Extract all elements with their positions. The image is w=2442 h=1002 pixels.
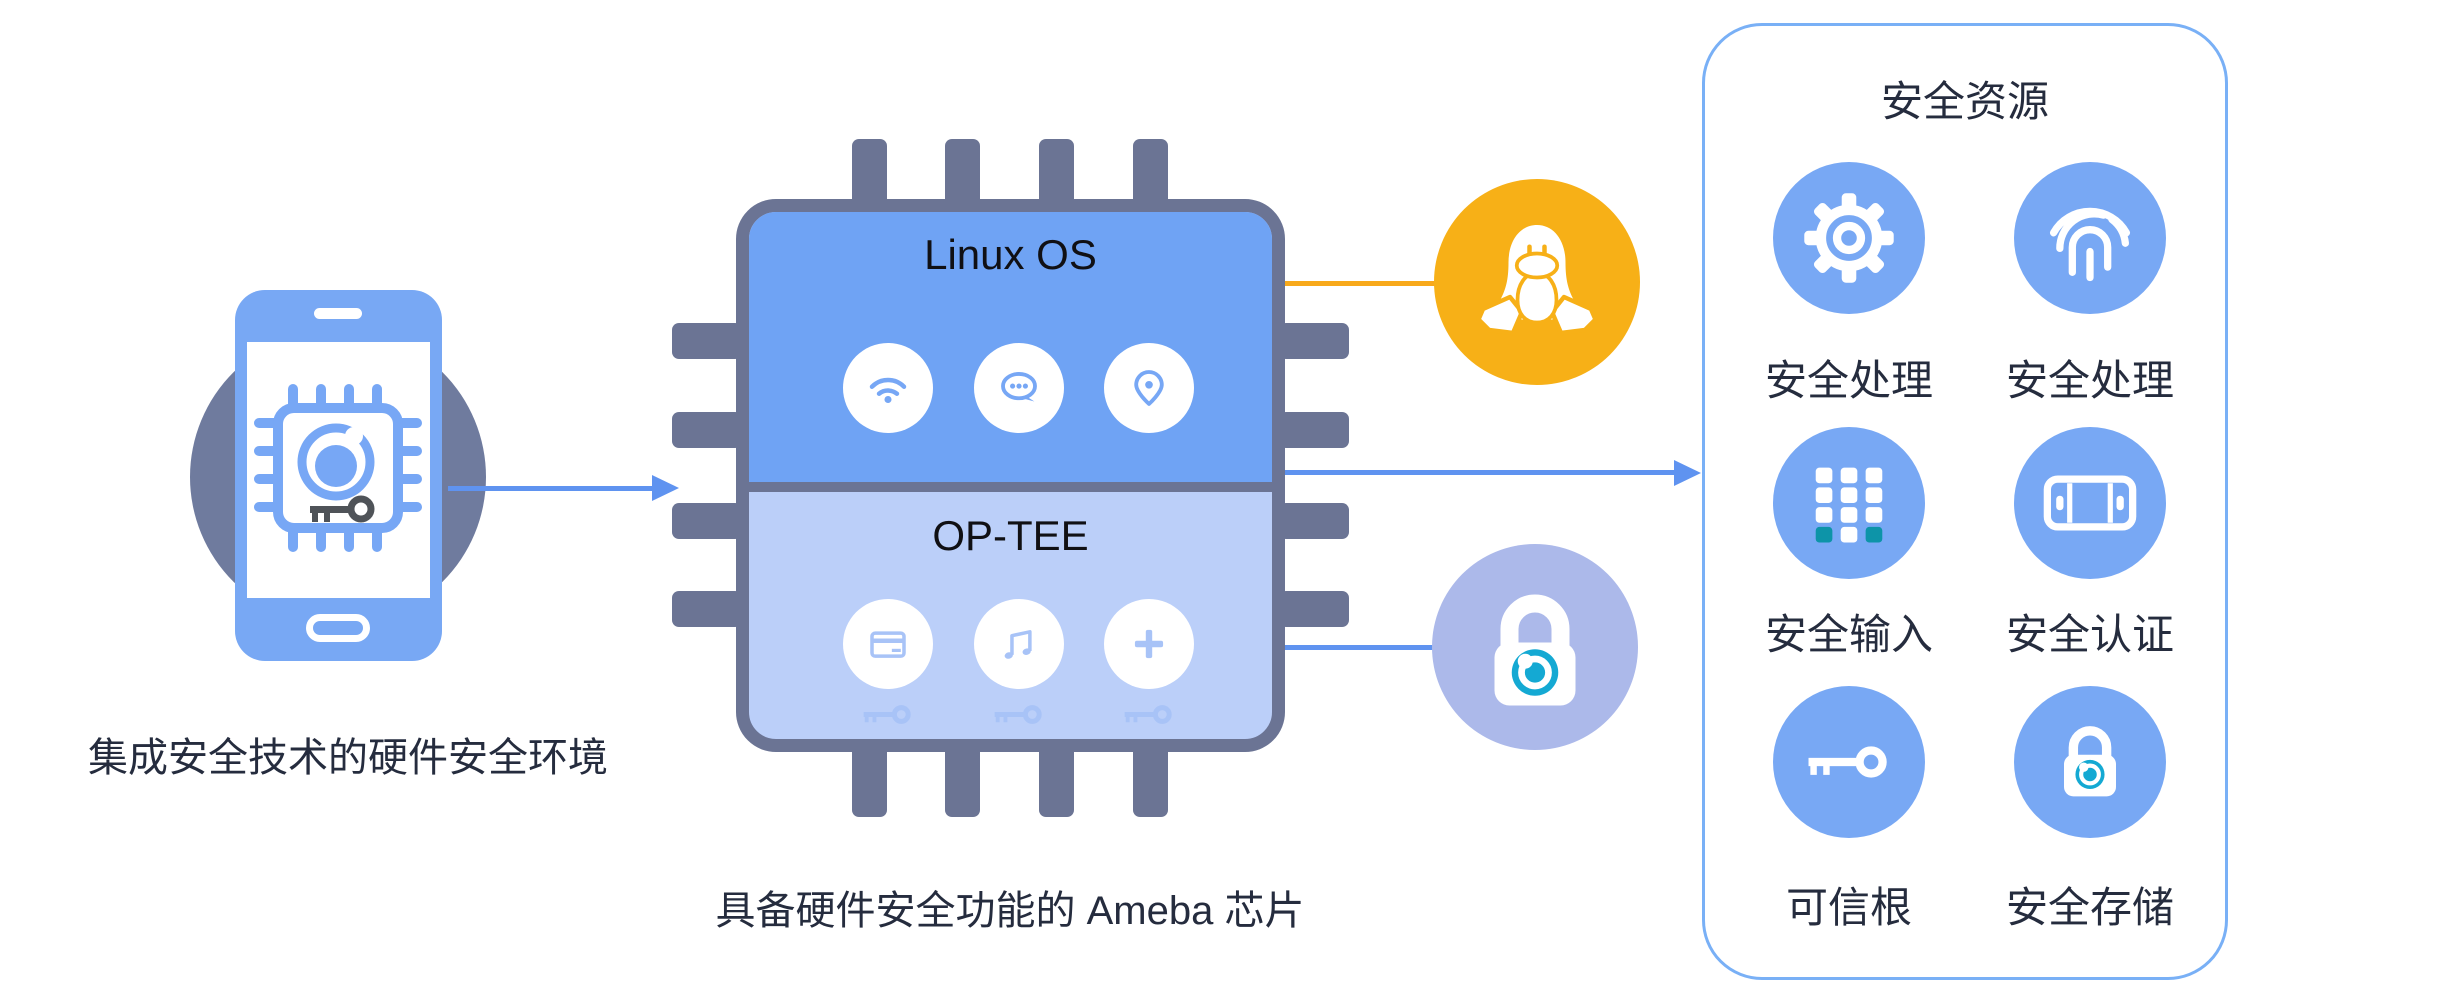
resource-label: 可信根 [1785,884,1912,931]
chat-icon [974,343,1064,433]
linux-os-label: Linux OS [924,231,1097,278]
location-pin-icon [1104,343,1194,433]
resource-label: 安全认证 [2005,611,2174,658]
key-icon [310,495,375,523]
key-icon [863,705,911,724]
fingerprint-icon [2014,162,2166,314]
resource-label: 安全处理 [1764,357,1933,404]
chip-pin [1279,323,1349,359]
smartphone-secure-chip-icon [254,384,422,552]
key-icon [1773,686,1925,838]
chip-caption: 具备硬件安全功能的 Ameba 芯片 [715,889,1305,933]
chip-pin [672,323,742,359]
chip-section-divider [749,482,1272,492]
smartphone-home-button [306,614,370,642]
key-icon [1124,705,1172,724]
chip-pin [672,412,742,448]
chip-pin [672,503,742,539]
arrow-phone-to-chip [448,486,653,491]
chip-pin [672,591,742,627]
chip-pin [1279,591,1349,627]
arrowhead-icon [652,475,679,501]
chip-pin [1279,503,1349,539]
connector-secure [1284,645,1436,650]
chip-pin [1133,745,1168,817]
keypad-icon [1773,427,1925,579]
credit-card-icon [843,599,933,689]
chip-pin [852,745,887,817]
left-caption: 集成安全技术的硬件安全环境 [88,736,608,780]
resource-label: 安全输入 [1764,611,1933,658]
resource-label: 安全存储 [2005,884,2174,931]
arrowhead-icon [1674,459,1701,486]
chip-pin [945,745,980,817]
phone-landscape-icon [2014,427,2166,579]
connector-linux [1284,281,1439,286]
security-resources-panel [1702,23,2228,980]
tux-penguin-icon [1434,179,1640,385]
gear-icon [1773,162,1925,314]
connector-to-panel [1284,470,1675,475]
key-icon [994,705,1042,724]
smartphone-speaker [314,308,362,319]
music-icon [974,599,1064,689]
secure-lock-icon [2014,686,2166,838]
chip-pin [1279,412,1349,448]
padlock-icon [1432,544,1638,750]
chip-pin [1039,745,1074,817]
op-tee-label: OP-TEE [932,512,1089,559]
panel-title: 安全资源 [1880,78,2049,125]
resource-label: 安全处理 [2005,357,2174,404]
plus-icon [1104,599,1194,689]
wifi-icon [843,343,933,433]
